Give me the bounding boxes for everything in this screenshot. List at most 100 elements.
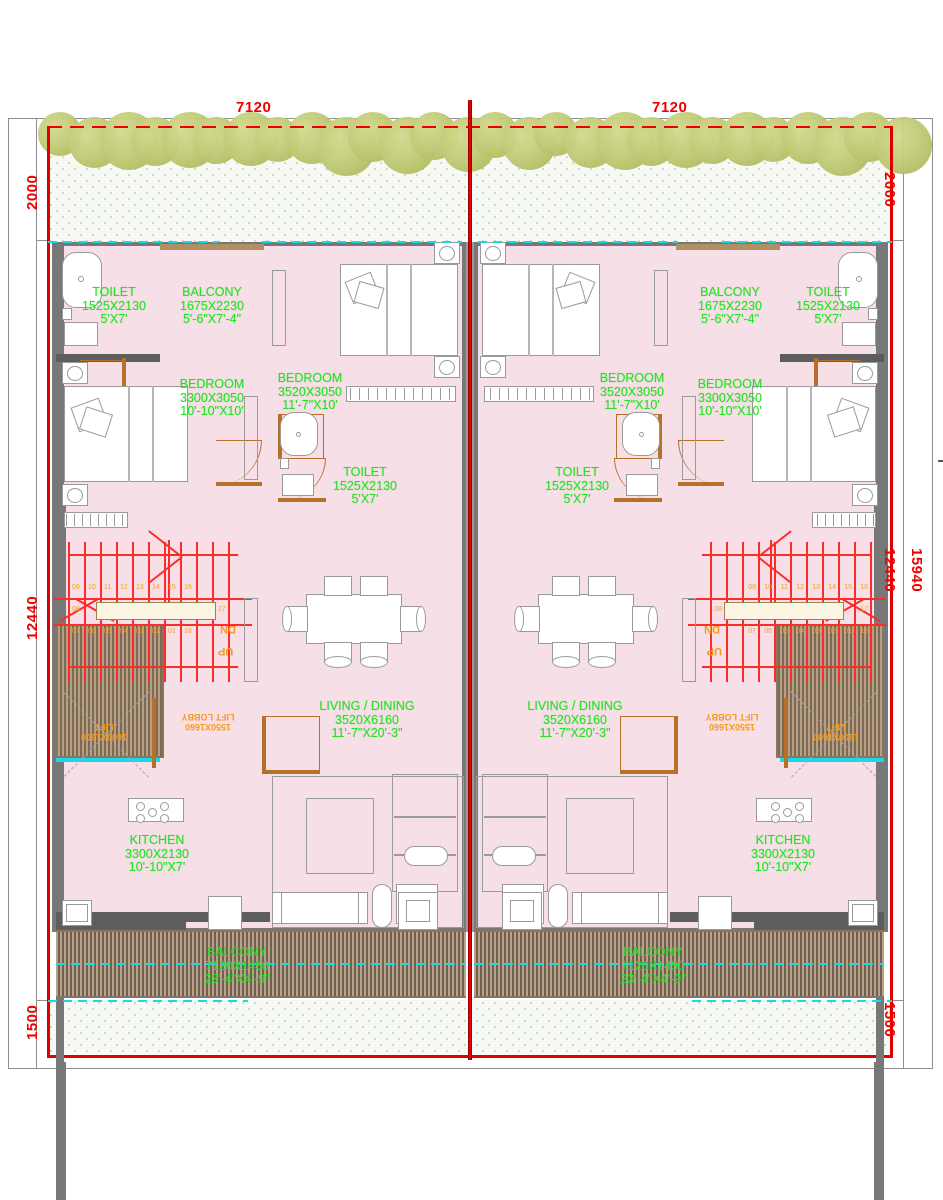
room-name: TOILET <box>806 285 850 299</box>
stair-step-number: 06 <box>88 628 96 635</box>
stair-up-label: UP <box>218 645 234 657</box>
dim-frame-right-outer <box>932 118 933 1068</box>
dim-left-2000: 2000 <box>24 174 41 210</box>
stair-tread-line <box>68 542 70 682</box>
master-wardrobe-slat <box>386 388 387 400</box>
room-size-ft: 11'-7"X10' <box>604 398 660 412</box>
room-name: TOILET <box>92 285 136 299</box>
master-wardrobe-slat <box>544 388 545 400</box>
wardrobe-slat <box>857 514 858 526</box>
mid-bathtub-drain <box>296 432 301 437</box>
stair-tread-line <box>854 542 856 682</box>
lift-lobby-label: LIFT LOBBY <box>705 712 759 722</box>
room-size-mm: 3300X2130 <box>751 846 815 861</box>
stair-step-number: 14 <box>828 584 836 591</box>
room-size-ft: 5'-6"X7'-4" <box>182 312 242 326</box>
bed-master-curve-2 <box>410 264 412 356</box>
cooktop-burner <box>160 802 169 811</box>
door-entry-leaf[interactable] <box>262 770 320 774</box>
wardrobe-slat <box>873 514 874 526</box>
room-size-ft: 10'-10"X10' <box>180 404 244 418</box>
master-lamp-top <box>485 246 501 261</box>
dining-table <box>538 594 634 644</box>
wall-mid-toilet-right <box>56 1062 66 1200</box>
wall-balcony-left <box>56 362 64 492</box>
room-size-ft: 5'-6"X7'-4" <box>700 312 760 326</box>
room-name: BEDROOM <box>697 377 763 391</box>
dining-table <box>306 594 402 644</box>
door-entry-leaf[interactable] <box>620 770 678 774</box>
room-size-ft: 10'-10"X10' <box>698 404 762 418</box>
stair-step-number: 16 <box>860 584 868 591</box>
door-mid-toilet-leaf[interactable] <box>278 498 326 502</box>
wardrobe-slat <box>66 514 67 526</box>
tv-unit <box>306 798 374 874</box>
cooktop-burner <box>771 814 780 823</box>
stair-outline-bottom <box>68 666 238 668</box>
dining-chair-l-back <box>648 606 658 632</box>
stair-mid-line-a <box>54 598 252 600</box>
master-wardrobe-slat <box>517 388 518 400</box>
rear-balcony-rail-line-left <box>56 963 466 965</box>
room-size-ft: 11'-7"X10' <box>282 398 338 412</box>
door-living-lobby-leaf[interactable] <box>262 716 266 770</box>
bathtub-drain <box>856 276 862 282</box>
door-toilet-front-leaf[interactable] <box>122 358 126 404</box>
room-size-ft: 10'-10"X7' <box>754 860 812 874</box>
stair-outline-top <box>68 554 238 556</box>
stair-step-number: 12 <box>796 584 804 591</box>
room-name: TOILET <box>343 465 387 479</box>
door-bedroom-side-leaf[interactable] <box>216 482 262 486</box>
wall-mid-toilet-right <box>874 1062 884 1200</box>
label-balcony-rear-right-ft: 23'-4"X4'-9" <box>620 972 686 986</box>
stair-up-label: UP <box>706 645 722 657</box>
master-wardrobe-slat <box>368 388 369 400</box>
master-lamp-top <box>439 246 455 261</box>
room-size-ft: 11'-7"X20'-3" <box>331 726 403 740</box>
dining-chair-r-back <box>514 606 524 632</box>
centre-line-bright <box>469 100 471 1060</box>
stair-step-number: 06 <box>764 628 772 635</box>
hedge-row <box>38 108 932 176</box>
plant-2 <box>492 846 536 866</box>
master-wardrobe-slat <box>377 388 378 400</box>
room-size-ft: 5'X7' <box>563 492 591 506</box>
master-wardrobe-slat <box>395 388 396 400</box>
stair-step-number: 11 <box>780 584 788 591</box>
balcony-glazing-right <box>244 396 258 480</box>
door-living-lobby-leaf[interactable] <box>674 716 678 770</box>
stair-tread-line <box>84 542 86 682</box>
wardrobe-slat <box>74 514 75 526</box>
lobby-door-jamb <box>152 698 156 768</box>
master-wardrobe-slat <box>499 388 500 400</box>
door-toilet-front-swing <box>80 360 124 404</box>
room-name: TOILET <box>555 465 599 479</box>
stair-step-number: 13 <box>812 584 820 591</box>
dim-left-12440: 12440 <box>24 595 41 640</box>
living-window <box>244 598 258 682</box>
wardrobe-slat <box>90 514 91 526</box>
fridge <box>698 896 732 930</box>
wall-mid-toilet-top <box>56 922 186 932</box>
master-wardrobe-slat <box>562 388 563 400</box>
stair-step-number: 03 <box>812 628 820 635</box>
rear-balcony-rail-line-right <box>474 963 884 965</box>
facade-window-line-bot-right <box>692 1000 892 1002</box>
room-size-mm: 1525X2130 <box>333 478 397 493</box>
sofa-arm-right <box>572 892 582 924</box>
wardrobe-slat <box>98 514 99 526</box>
lift-lobby-label: LIFT LOBBY <box>181 712 235 722</box>
cooktop-burner <box>148 808 157 817</box>
wardrobe-slat <box>817 514 818 526</box>
stair-step-number: 08 <box>72 606 80 613</box>
lift-label: LIFT <box>826 722 846 732</box>
room-size-mm: 1675X2230 <box>180 298 244 313</box>
label-balcony-rear-right: BALCONY 7120X1450 23'-4"X4'-9" <box>588 945 718 987</box>
stair-step-number: 02 <box>152 628 160 635</box>
room-name: BALCONY <box>700 285 760 299</box>
